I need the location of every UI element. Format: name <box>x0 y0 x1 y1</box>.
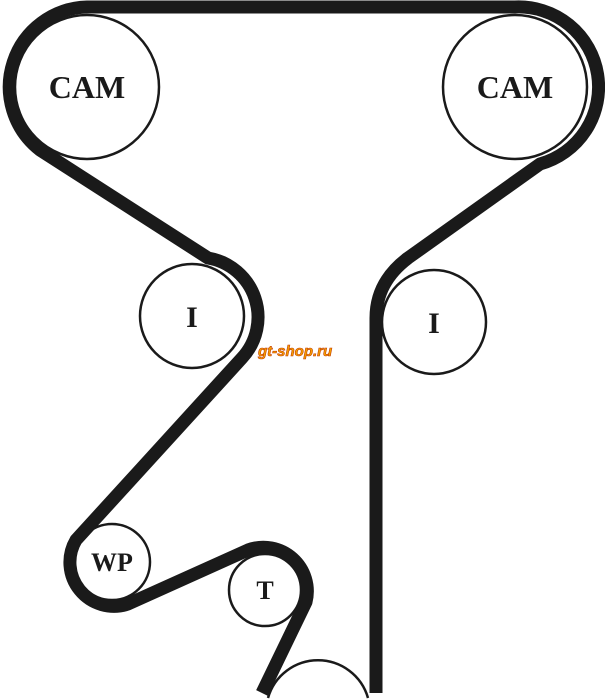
crank-pulley <box>266 659 370 699</box>
water-pump-label: WP <box>91 548 133 577</box>
cam-right-label: CAM <box>477 69 553 105</box>
idler-right-label: I <box>428 307 440 340</box>
watermark-logo: gt-shop.ru <box>257 343 332 360</box>
idler-left-label: I <box>186 301 198 334</box>
idler-left-pulley <box>138 262 246 370</box>
cam-right-pulley <box>441 13 589 161</box>
cam-left-label: CAM <box>49 69 125 105</box>
tensioner-label: T <box>256 576 273 605</box>
